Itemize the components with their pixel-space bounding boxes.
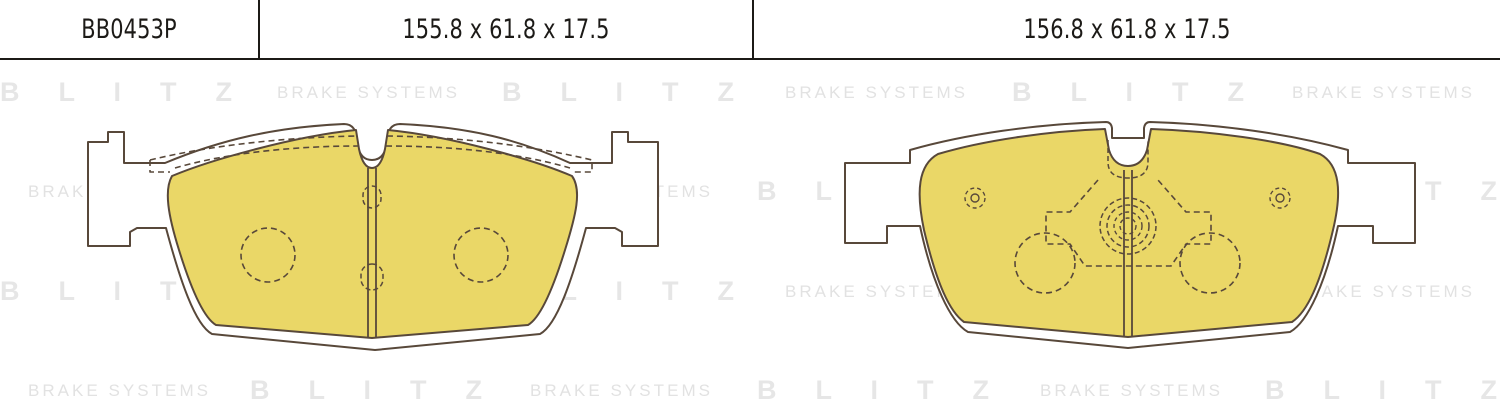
dimensions-left-pad: 155.8 x 61.8 x 17.5 [402, 13, 610, 45]
watermark-brake-systems: BRAKE SYSTEMS [1040, 381, 1220, 400]
watermark-blitz: B L I T Z [250, 375, 482, 405]
header-divider [258, 0, 260, 58]
spec-header: BB0453P 155.8 x 61.8 x 17.5 156.8 x 61.8… [0, 0, 1500, 60]
watermark-brake-systems: BRAKE SYSTEMS [28, 381, 208, 400]
left-friction-material [166, 129, 579, 339]
watermark-blitz: B L I T Z [757, 375, 989, 405]
watermark-brake-systems: BRAKE SYSTEMS [530, 381, 710, 400]
right-friction-material [918, 128, 1340, 338]
right-brake-pad [844, 121, 1416, 349]
watermark-blitz: B L I T Z [502, 77, 734, 107]
watermark-brake-systems: BRAKE SYSTEMS [277, 83, 457, 102]
watermark-blitz: B L I T Z [1012, 77, 1244, 107]
watermark-blitz: B L I T Z [0, 77, 232, 107]
part-number: BB0453P [81, 13, 177, 45]
header-divider [752, 0, 754, 58]
left-brake-pad [87, 123, 659, 351]
watermark-brake-systems: BRAKE SYSTEMS [1292, 83, 1472, 102]
watermark-brake-systems: BRAKE SYSTEMS [785, 83, 965, 102]
dimensions-right-pad: 156.8 x 61.8 x 17.5 [1023, 13, 1231, 45]
watermark-blitz: B L I T Z [1265, 375, 1497, 405]
